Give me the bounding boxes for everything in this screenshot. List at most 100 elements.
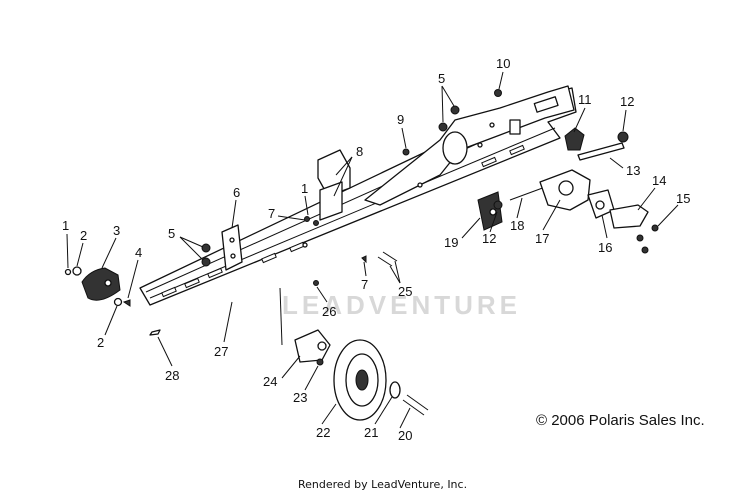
callout-6: 6 [233, 185, 240, 200]
callout-28: 28 [165, 368, 179, 383]
callout-14: 14 [652, 173, 666, 188]
callout-5a: 5 [168, 226, 175, 241]
leader-22 [321, 403, 337, 425]
callout-1b: 1 [301, 181, 308, 196]
part-1-bolt [64, 268, 72, 276]
leader-11 [573, 107, 586, 133]
part-7-bolt [361, 255, 367, 264]
leader-3 [101, 237, 117, 269]
copyright-text: © 2006 Polaris Sales Inc. [536, 412, 705, 429]
leader-10 [498, 71, 504, 90]
part-5-nut-top [438, 122, 448, 132]
part-4-bolt [122, 299, 131, 307]
rail-hole [302, 242, 308, 248]
part-22-wheel-center [355, 369, 369, 391]
leader-28 [157, 336, 173, 367]
callout-12b: 12 [482, 231, 496, 246]
part-2-washer-b [113, 297, 123, 307]
frame-window-2 [533, 96, 559, 113]
rendered-by-text: Rendered by LeadVenture, Inc. [298, 478, 467, 491]
leader-5a-b [179, 236, 204, 261]
watermark-text: LEADVENTURE [282, 290, 521, 320]
rail-slot [261, 252, 277, 264]
callout-8: 8 [356, 144, 363, 159]
part-1-bolt-b [304, 216, 310, 222]
callout-27: 27 [214, 344, 228, 359]
leader-housing-link [279, 287, 283, 346]
callout-26: 26 [322, 304, 336, 319]
rail-slot [509, 144, 525, 156]
part-15-bolt-c [641, 246, 649, 254]
part-24-bore [317, 341, 327, 351]
callout-9: 9 [397, 112, 404, 127]
part-17-bore [558, 180, 574, 196]
leader-15 [657, 204, 679, 227]
rail-slot [161, 286, 177, 298]
part-11-clip [564, 127, 585, 151]
callout-22: 22 [316, 425, 330, 440]
callout-7a: 7 [268, 206, 275, 221]
part-3-hole [104, 279, 112, 287]
callout-20: 20 [398, 428, 412, 443]
part-19-hole [489, 208, 497, 216]
part-15-bolt [651, 224, 659, 232]
callout-24: 24 [263, 374, 277, 389]
part-6-hole [230, 253, 236, 259]
leader-21 [374, 396, 393, 425]
leader-4 [127, 259, 139, 299]
leader-18 [516, 197, 523, 219]
callout-16: 16 [598, 240, 612, 255]
rail-slot [207, 267, 223, 279]
leader-24 [281, 355, 301, 379]
part-5-nut-b [201, 257, 211, 267]
frame-cutout [442, 131, 468, 165]
part-10-bolt [494, 89, 502, 97]
rail-hole [489, 122, 495, 128]
leader-25 [389, 265, 401, 284]
leader-19 [461, 217, 481, 239]
leader-lines [66, 71, 679, 429]
callout-2b: 2 [97, 335, 104, 350]
leader-23 [304, 365, 319, 391]
part-23-bolt [316, 358, 324, 366]
callout-13: 13 [626, 163, 640, 178]
callout-2a: 2 [80, 228, 87, 243]
leader-2b [104, 305, 118, 336]
callout-15: 15 [676, 191, 690, 206]
leader-7b [363, 261, 367, 277]
callout-11: 11 [578, 92, 592, 107]
callout-23: 23 [293, 390, 307, 405]
leader-13 [609, 157, 624, 169]
frame-window [509, 119, 521, 135]
leader-8-b [333, 156, 353, 197]
leader-5a [179, 236, 204, 248]
part-24-housing [294, 329, 331, 363]
part-26-screw [313, 280, 319, 286]
leader-5b-b [441, 85, 455, 107]
part-9-nut [402, 148, 410, 156]
leader-12b [489, 211, 498, 233]
leader-9 [401, 127, 407, 149]
part-20-bolt [406, 394, 429, 411]
leader-7a [277, 215, 306, 221]
rail-hole [417, 182, 423, 188]
part-21-washer [389, 381, 401, 399]
part-7-nut [313, 220, 319, 226]
leader-16 [601, 214, 608, 239]
leader-2a [76, 242, 84, 267]
part-6-hole [229, 237, 235, 243]
part-14-bracket [609, 204, 649, 229]
callout-21: 21 [364, 425, 378, 440]
part-16-hole [595, 200, 605, 210]
leader-6 [231, 199, 237, 229]
part-5-nut [201, 243, 211, 253]
callout-12a: 12 [620, 94, 634, 109]
leader-17 [542, 199, 561, 231]
callout-5b: 5 [438, 71, 445, 86]
part-2-washer [72, 266, 82, 276]
rail-slot [481, 156, 497, 168]
part-12-nut-b [493, 200, 503, 210]
leader-1a [66, 233, 69, 269]
